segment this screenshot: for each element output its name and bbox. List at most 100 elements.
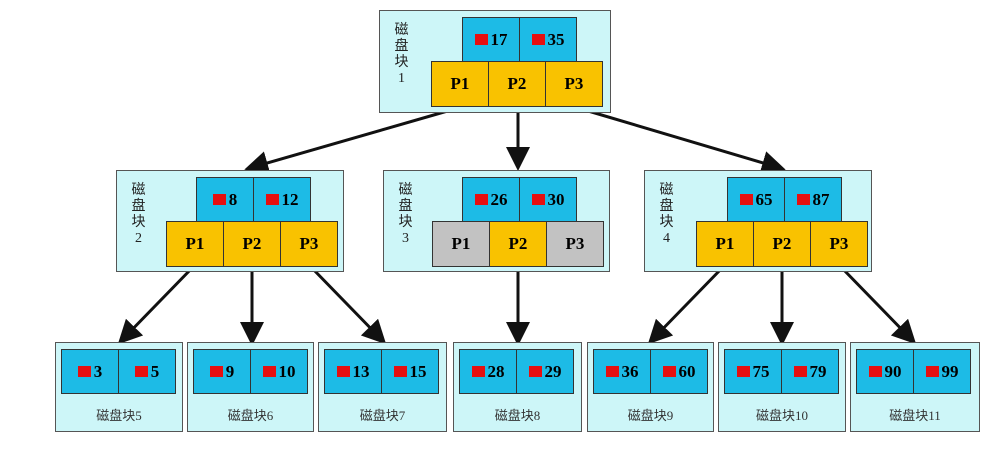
- key-cell: 3: [61, 349, 119, 394]
- key-value: 15: [409, 361, 427, 381]
- pointer-marker-icon: [925, 366, 939, 377]
- pointer-marker-icon: [471, 366, 485, 377]
- pointer-cell: P1: [431, 61, 489, 107]
- block-label: 磁盘块7: [359, 408, 406, 423]
- block-label: 磁盘块10: [755, 408, 808, 423]
- keys-row: 28 29: [459, 349, 574, 394]
- keys-row: 26 30: [462, 177, 577, 222]
- key-value: 10: [278, 361, 296, 381]
- pointer-cell: P3: [280, 221, 338, 267]
- key-value: 12: [281, 189, 299, 209]
- block-label: 磁盘块3: [398, 183, 413, 246]
- key-value: 26: [490, 189, 508, 209]
- arrow: [117, 264, 196, 345]
- key-value: 13: [352, 361, 370, 381]
- arrow: [308, 264, 387, 345]
- pointer-cell: P1: [432, 221, 490, 267]
- pointer-marker-icon: [134, 366, 148, 377]
- pointer-marker-icon: [528, 366, 542, 377]
- keys-row: 8 12: [196, 177, 311, 222]
- pointer-marker-icon: [605, 366, 619, 377]
- key-value: 5: [150, 361, 160, 381]
- arrow: [838, 264, 917, 345]
- pointer-marker-icon: [474, 194, 488, 205]
- key-cell: 15: [381, 349, 439, 394]
- key-value: 75: [752, 361, 770, 381]
- block-label: 磁盘块1: [394, 23, 409, 86]
- key-value: 79: [809, 361, 827, 381]
- pointer-cell: P1: [696, 221, 754, 267]
- key-value: 36: [621, 361, 639, 381]
- block-label: 磁盘块2: [131, 183, 146, 246]
- key-value: 29: [544, 361, 562, 381]
- block-label: 磁盘块4: [659, 183, 674, 246]
- key-value: 28: [487, 361, 505, 381]
- key-value: 35: [547, 29, 565, 49]
- pointer-marker-icon: [209, 366, 223, 377]
- key-cell: 28: [459, 349, 517, 394]
- block-label: 磁盘块8: [494, 408, 541, 423]
- key-cell: 8: [196, 177, 254, 222]
- key-cell: 10: [250, 349, 308, 394]
- pointer-cell: P2: [489, 221, 547, 267]
- key-value: 3: [93, 361, 103, 381]
- keys-row: 75 79: [724, 349, 839, 394]
- pointer-cell: P1: [166, 221, 224, 267]
- key-cell: 29: [516, 349, 574, 394]
- key-cell: 87: [784, 177, 842, 222]
- key-cell: 79: [781, 349, 839, 394]
- pointer-marker-icon: [336, 366, 350, 377]
- pointer-marker-icon: [868, 366, 882, 377]
- pointer-cell: P2: [753, 221, 811, 267]
- pointer-cell: P3: [810, 221, 868, 267]
- key-cell: 26: [462, 177, 520, 222]
- key-value: 17: [490, 29, 508, 49]
- pointer-marker-icon: [265, 194, 279, 205]
- key-cell: 35: [519, 17, 577, 62]
- pointer-marker-icon: [531, 34, 545, 45]
- pointer-cell: P3: [546, 221, 604, 267]
- key-value: 30: [547, 189, 565, 209]
- pointer-cell: P2: [488, 61, 546, 107]
- leaf-block-10: 75 79 磁盘块10: [718, 342, 846, 432]
- key-cell: 9: [193, 349, 251, 394]
- block-label: 磁盘块11: [889, 408, 941, 423]
- key-cell: 17: [462, 17, 520, 62]
- pointer-marker-icon: [793, 366, 807, 377]
- leaf-block-8: 28 29 磁盘块8: [453, 342, 582, 432]
- key-cell: 60: [650, 349, 708, 394]
- keys-row: 9 10: [193, 349, 308, 394]
- key-value: 60: [678, 361, 696, 381]
- arrow: [647, 264, 726, 345]
- pointer-marker-icon: [262, 366, 276, 377]
- pointer-marker-icon: [736, 366, 750, 377]
- pointer-marker-icon: [796, 194, 810, 205]
- pointer-marker-icon: [531, 194, 545, 205]
- key-cell: 12: [253, 177, 311, 222]
- key-cell: 13: [324, 349, 382, 394]
- key-cell: 99: [913, 349, 971, 394]
- pointer-marker-icon: [77, 366, 91, 377]
- pointer-marker-icon: [393, 366, 407, 377]
- key-value: 8: [228, 189, 238, 209]
- block-label: 磁盘块5: [96, 408, 142, 423]
- arrow: [244, 106, 459, 175]
- key-cell: 30: [519, 177, 577, 222]
- key-value: 9: [225, 361, 235, 381]
- key-cell: 90: [856, 349, 914, 394]
